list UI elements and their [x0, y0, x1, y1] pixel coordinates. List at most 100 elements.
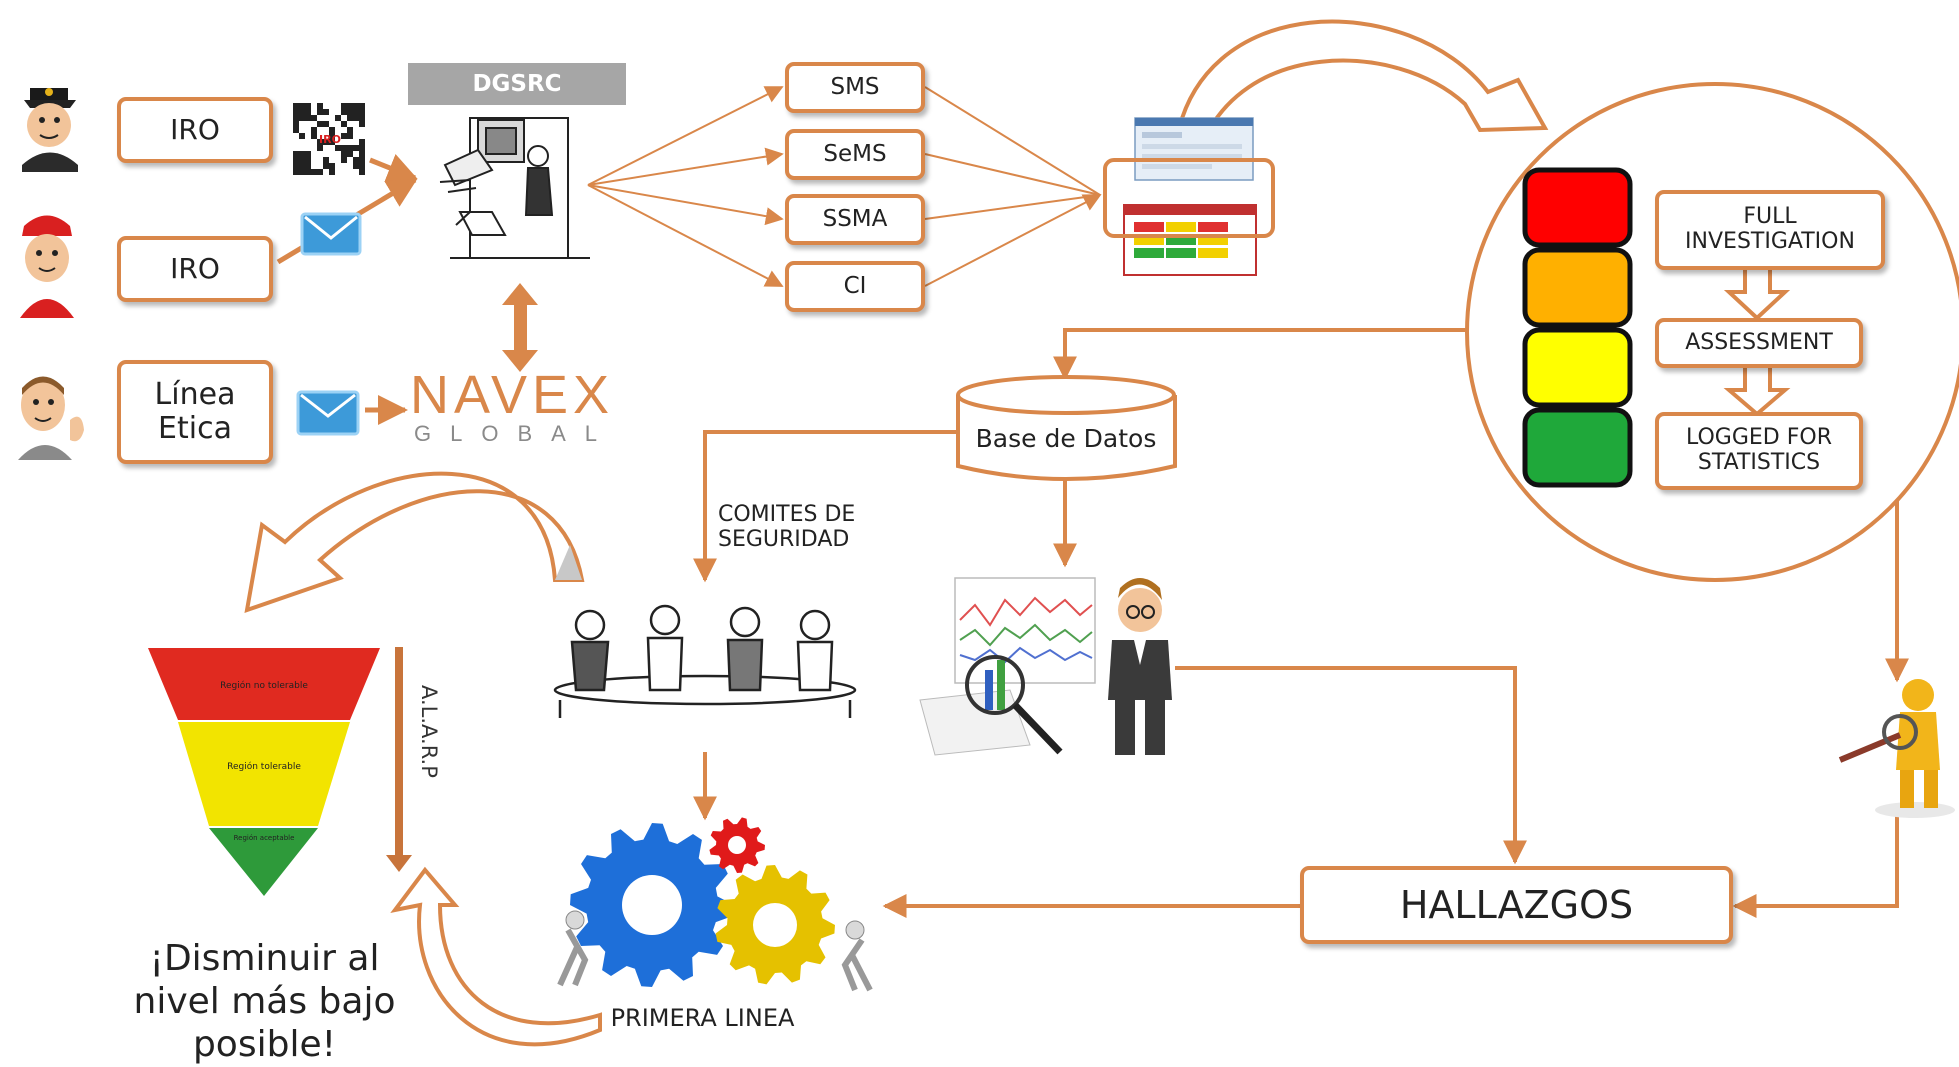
qr-code-module — [341, 103, 347, 109]
qr-code-module — [353, 157, 359, 163]
qr-code-module — [329, 169, 335, 175]
traffic-light-lamp — [1522, 407, 1633, 488]
worker-figure-icon — [845, 920, 865, 940]
qr-code-module — [293, 121, 299, 127]
qr-code-module — [317, 103, 323, 109]
gear-hole — [728, 836, 746, 854]
risk-region-label: Región no tolerable — [220, 680, 308, 691]
gear-hole — [622, 875, 682, 935]
frontline-label: PRIMERA LINEA — [610, 1004, 795, 1032]
traffic-light-lamp — [1522, 247, 1633, 328]
qr-code-module — [341, 145, 347, 151]
navex-logo: NAVEX GLOBAL — [410, 368, 650, 448]
qr-code-module — [305, 109, 311, 115]
qr-code-module — [341, 133, 347, 139]
qr-code-module — [293, 151, 299, 157]
alarp-arrow — [386, 647, 412, 872]
qr-code-module — [311, 169, 317, 175]
traffic-light — [1522, 167, 1633, 488]
goal-text: ¡Disminuir al nivel más bajo posible! — [133, 938, 396, 1065]
curved-arrow-shadow — [555, 545, 582, 580]
office-worker-icon — [439, 117, 590, 259]
qr-code-module — [317, 139, 323, 145]
qr-code-module — [305, 115, 311, 121]
qr-code-module — [317, 109, 323, 115]
traffic-light-lamp — [1522, 327, 1633, 408]
qr-code-module — [359, 163, 365, 169]
qr-code-module — [305, 103, 311, 109]
traffic-light-lamp — [1522, 167, 1633, 248]
qr-code-module — [293, 115, 299, 121]
report-screenshot-frame — [1103, 158, 1275, 238]
qr-code-module — [323, 157, 329, 163]
database-label: Base de Datos — [975, 424, 1157, 453]
reporter-label: IRO — [170, 113, 220, 147]
qr-code-module — [329, 133, 335, 139]
qr-code-module — [347, 151, 353, 157]
qr-code-module — [317, 121, 323, 127]
qr-code-module — [353, 145, 359, 151]
step-full-investigation-box: FULL INVESTIGATION — [1655, 190, 1885, 270]
qr-code-module — [329, 127, 335, 133]
qr-code-module — [317, 169, 323, 175]
navex-double-arrow — [502, 283, 538, 372]
qr-code-module — [335, 115, 341, 121]
committee-label: COMITES DE SEGURIDAD — [718, 502, 856, 553]
curved-arrow-frontline-to-risk — [390, 866, 602, 1047]
qr-code-module — [311, 115, 317, 121]
qr-code-module — [347, 103, 353, 109]
qr-code-module — [347, 145, 353, 151]
system-label: SSMA — [822, 205, 888, 232]
qr-code-module — [341, 157, 347, 163]
qr-code-module — [347, 133, 353, 139]
qr-code-module — [299, 169, 305, 175]
triage-step-label: FULL INVESTIGATION — [1685, 204, 1855, 254]
system-sms-box: SMS — [785, 62, 925, 113]
triage-step-label: ASSESSMENT — [1685, 329, 1833, 355]
qr-code-module — [293, 127, 299, 133]
qr-code-icon — [293, 103, 365, 175]
triage-step-label: LOGGED FOR STATISTICS — [1686, 425, 1832, 475]
reporter-label: Línea Etica — [154, 377, 236, 446]
step-assessment-box: ASSESSMENT — [1655, 318, 1863, 368]
gear-hole — [753, 903, 797, 947]
qr-code-module — [293, 169, 299, 175]
email-icon — [300, 212, 362, 256]
reporter-ethics-line-box: Línea Etica — [117, 360, 273, 464]
qr-code-module — [329, 163, 335, 169]
qr-code-module — [353, 115, 359, 121]
waving-person-icon — [18, 376, 84, 460]
qr-code-module — [353, 103, 359, 109]
qr-code-module — [359, 151, 365, 157]
qr-code-module — [341, 151, 347, 157]
qr-code-module — [335, 145, 341, 151]
system-sems-box: SeMS — [785, 129, 925, 180]
system-label: SMS — [830, 73, 880, 100]
system-ci-box: CI — [785, 261, 925, 312]
qr-code-module — [293, 157, 299, 163]
investigator-icon — [1838, 679, 1955, 818]
qr-code-module — [293, 103, 299, 109]
triage-step-arrows — [1723, 266, 1791, 417]
qr-code-module — [359, 109, 365, 115]
qr-code-module — [323, 121, 329, 127]
reporter-label: IRO — [170, 252, 220, 286]
qr-code-text: IRO — [319, 133, 341, 146]
step-logged-box: LOGGED FOR STATISTICS — [1655, 412, 1863, 490]
qr-code-module — [311, 133, 317, 139]
qr-code-module — [347, 127, 353, 133]
risk-region-label: Región tolerable — [227, 761, 301, 772]
worker-figure-icon — [841, 938, 873, 992]
worker-figure-icon — [557, 928, 589, 987]
ground-crew-icon — [20, 215, 74, 318]
qr-code-module — [323, 139, 329, 145]
qr-code-module — [359, 169, 365, 175]
qr-code-module — [353, 163, 359, 169]
qr-code-module — [323, 163, 329, 169]
qr-code-module — [323, 109, 329, 115]
data-analyst-icon — [919, 577, 1172, 756]
report-screenshot-icon — [1123, 117, 1257, 276]
qr-code-module — [299, 133, 305, 139]
system-label: CI — [843, 272, 867, 299]
qr-code-module — [359, 145, 365, 151]
